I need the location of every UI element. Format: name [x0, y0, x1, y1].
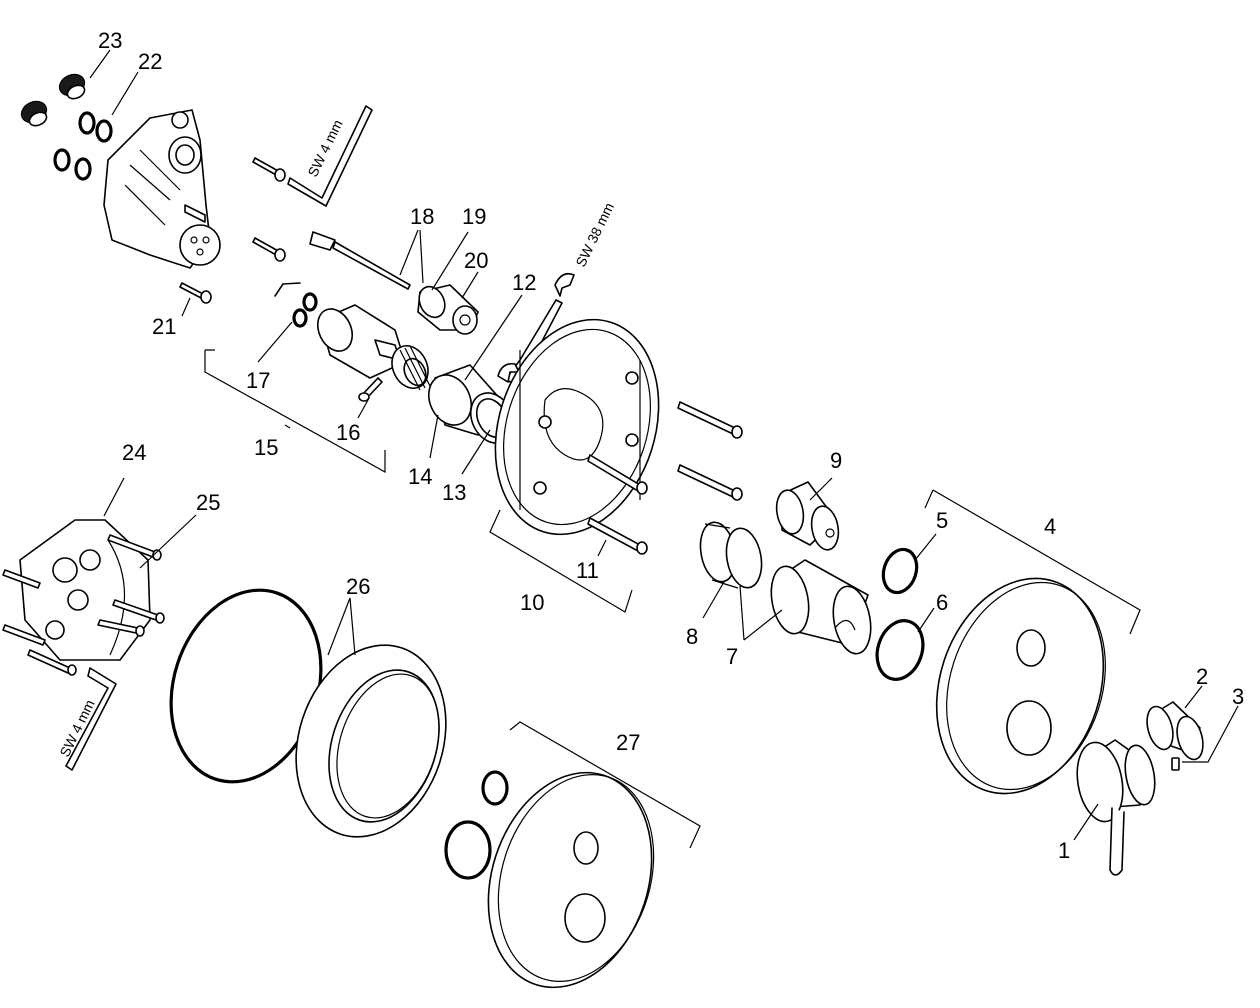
- callout-11: 11: [576, 558, 599, 583]
- spindle-rod: [309, 231, 411, 290]
- callout-26: 26: [346, 574, 370, 599]
- knob-cap-2: [1146, 701, 1204, 761]
- rosette-ring: [295, 644, 447, 838]
- callout-4: 4: [1044, 514, 1056, 539]
- callout-21: 21: [152, 314, 176, 339]
- connector-nut-left: [20, 100, 48, 127]
- extension-9: [775, 481, 840, 551]
- wrench: [497, 272, 575, 386]
- screw-16: [358, 377, 383, 402]
- callout-20: 20: [464, 248, 488, 273]
- callout-27: 27: [616, 730, 640, 755]
- escutcheon-plate: [935, 577, 1106, 795]
- screw-middle: [252, 237, 286, 262]
- o-ring-pair-lower: [53, 148, 92, 181]
- callout-12: 12: [512, 270, 536, 295]
- callout-18: 18: [410, 204, 434, 229]
- o-ring-small-lower: [444, 820, 492, 880]
- hex-key-top: [287, 105, 373, 207]
- callout-16: 16: [336, 420, 360, 445]
- lever-handle-1: [1076, 739, 1156, 876]
- callout-24: 24: [122, 440, 146, 465]
- diverter-insert: [417, 284, 479, 335]
- o-rings-17: [292, 292, 318, 328]
- screw-21: [179, 282, 212, 304]
- callout-15: 15: [254, 435, 278, 460]
- screw-set-25: [2, 534, 165, 676]
- valve-body: [103, 109, 221, 269]
- long-screw-2: [587, 454, 648, 495]
- callout-3: 3: [1232, 684, 1244, 709]
- callout-2: 2: [1196, 664, 1208, 689]
- long-screw-3: [677, 464, 743, 501]
- hex-key-bottom: [65, 667, 117, 771]
- callout-10: 10: [520, 590, 544, 615]
- callout-9: 9: [830, 448, 842, 473]
- callout-23: 23: [98, 28, 122, 53]
- leader-lines: [89, 49, 1239, 849]
- long-screw-1: [677, 401, 743, 439]
- coupling-nut: [391, 345, 431, 391]
- callout-8: 8: [686, 624, 698, 649]
- extension-7: [770, 559, 872, 655]
- long-screw-4: [587, 517, 648, 555]
- clip-17: [274, 282, 301, 297]
- callout-13: 13: [442, 480, 466, 505]
- callout-22: 22: [138, 49, 162, 74]
- callout-1: 1: [1058, 838, 1070, 863]
- callout-6: 6: [936, 590, 948, 615]
- mounting-plate: [494, 318, 660, 536]
- callout-7: 7: [726, 644, 738, 669]
- wrench-label: SW 38 mm: [572, 200, 617, 269]
- screw-upper: [252, 157, 286, 182]
- o-ring-pair-upper: [78, 111, 113, 143]
- o-ring-5: [881, 547, 919, 595]
- callout-5: 5: [936, 508, 948, 533]
- callout-19: 19: [462, 204, 486, 229]
- o-ring-small-upper: [481, 770, 509, 806]
- connector-nut-right: [58, 73, 86, 100]
- callout-14: 14: [408, 464, 432, 489]
- callout-17: 17: [246, 368, 270, 393]
- set-screw-3: [1171, 757, 1180, 771]
- o-ring-6: [875, 619, 925, 681]
- callout-25: 25: [196, 490, 220, 515]
- escutcheon-27: [487, 771, 655, 989]
- extension-ring-8: [699, 521, 763, 589]
- cartridge: [316, 304, 406, 379]
